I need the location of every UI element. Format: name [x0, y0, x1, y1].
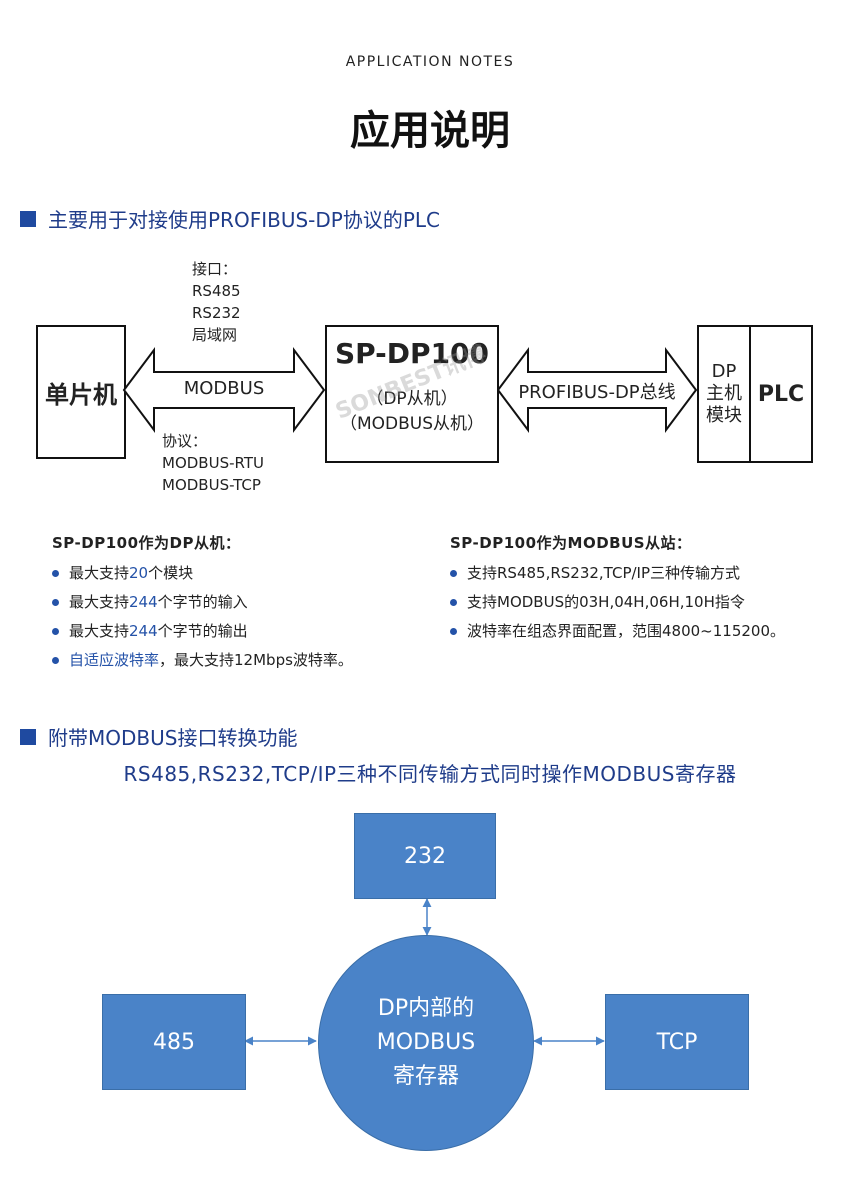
bullet-dot-icon [450, 628, 457, 635]
feature-text: 支持MODBUS的03H,04H,06H,10H指令 [467, 593, 745, 611]
device-name: SP-DP100 [334, 337, 490, 370]
square-bullet-icon [20, 210, 36, 227]
interface-note: 接口： RS485 RS232 局域网 [192, 258, 241, 346]
bullet-dot-icon [52, 599, 59, 606]
feature-highlight: 244 [129, 593, 158, 611]
modbus-arrow [122, 347, 326, 433]
dp-slave-title: SP-DP100作为DP从机： [52, 534, 241, 552]
feature-text: 最大支持 [69, 564, 130, 582]
center-line: 寄存器 [392, 1064, 459, 1089]
square-bullet-icon [20, 728, 36, 745]
dp-module-line: 主机 [706, 383, 742, 404]
device-role-dp: （DP从机） [366, 389, 458, 409]
modbus-slave-title: SP-DP100作为MODBUS从站： [450, 534, 692, 552]
bullet-dot-icon [52, 570, 59, 577]
feature-highlight: 244 [129, 622, 158, 640]
interface-item: 局域网 [192, 326, 238, 344]
interface-item: RS485 [192, 282, 241, 300]
plc-box: DP 主机 模块 PLC [697, 325, 813, 463]
bullet-dot-icon [52, 628, 59, 635]
dp-module-line: 模块 [706, 405, 742, 426]
center-line: MODBUS [376, 1030, 476, 1055]
protocol-item: MODBUS-TCP [162, 476, 261, 494]
dp-slave-feature-item: 自适应波特率，最大支持12Mbps波特率。 [52, 646, 353, 675]
interface-label: 接口： [192, 260, 238, 278]
modbus-arrow-label: MODBUS [183, 378, 265, 399]
section2-subheading: RS485,RS232,TCP/IP三种不同传输方式同时操作MODBUS寄存器 [123, 762, 737, 786]
box-tcp: TCP [605, 994, 749, 1090]
profibus-arrow-label: PROFIBUS-DP总线 [518, 382, 676, 403]
section2-heading: 附带MODBUS接口转换功能 [20, 722, 297, 751]
modbus-slave-features: SP-DP100作为MODBUS从站： 支持RS485,RS232,TCP/IP… [450, 532, 785, 646]
interface-item: RS232 [192, 304, 241, 322]
protocol-note: 协议： MODBUS-RTU MODBUS-TCP [162, 430, 264, 496]
feature-text: ，最大支持12Mbps波特率。 [159, 651, 353, 669]
plc-label: PLC [757, 381, 805, 407]
protocol-item: MODBUS-RTU [162, 454, 264, 472]
dp-master-module: DP 主机 模块 [699, 327, 751, 461]
modbus-slave-feature-item: 支持MODBUS的03H,04H,06H,10H指令 [450, 588, 785, 617]
center-line: DP内部的 [377, 996, 475, 1021]
protocol-label: 协议： [162, 432, 208, 450]
feature-highlight: 自适应波特率 [69, 651, 160, 669]
box-485: 485 [102, 994, 246, 1090]
section1-heading-text: 主要用于对接使用PROFIBUS-DP协议的PLC [48, 208, 441, 232]
bullet-dot-icon [450, 570, 457, 577]
sp-dp100-box: SP-DP100 （DP从机） （MODBUS从机） [325, 325, 499, 463]
modbus-slave-feature-item: 波特率在组态界面配置，范围4800~115200。 [450, 617, 785, 646]
feature-text: 支持RS485,RS232,TCP/IP三种传输方式 [467, 564, 741, 582]
bullet-dot-icon [450, 599, 457, 606]
profibus-arrow [496, 347, 698, 433]
feature-text: 个字节的输入 [157, 593, 248, 611]
section2-heading-text: 附带MODBUS接口转换功能 [48, 726, 298, 750]
eyebrow-text: APPLICATION NOTES [345, 54, 515, 70]
device-role-modbus: （MODBUS从机） [339, 414, 485, 434]
bullet-dot-icon [52, 657, 59, 664]
box-232: 232 [354, 813, 496, 899]
mcu-label: 单片机 [45, 380, 117, 409]
page-title: 应用说明 [350, 108, 510, 154]
modbus-register-circle: DP内部的 MODBUS 寄存器 [318, 935, 534, 1151]
modbus-slave-feature-item: 支持RS485,RS232,TCP/IP三种传输方式 [450, 559, 785, 588]
feature-text: 最大支持 [69, 593, 130, 611]
section1-heading: 主要用于对接使用PROFIBUS-DP协议的PLC [20, 204, 440, 233]
modbus-slave-list: 支持RS485,RS232,TCP/IP三种传输方式支持MODBUS的03H,0… [450, 559, 785, 646]
feature-highlight: 20 [129, 564, 149, 582]
feature-text: 个模块 [148, 564, 194, 582]
dp-module-line: DP [711, 361, 737, 382]
feature-text: 最大支持 [69, 622, 130, 640]
feature-text: 波特率在组态界面配置，范围4800~115200。 [467, 622, 786, 640]
feature-text: 个字节的输出 [157, 622, 248, 640]
